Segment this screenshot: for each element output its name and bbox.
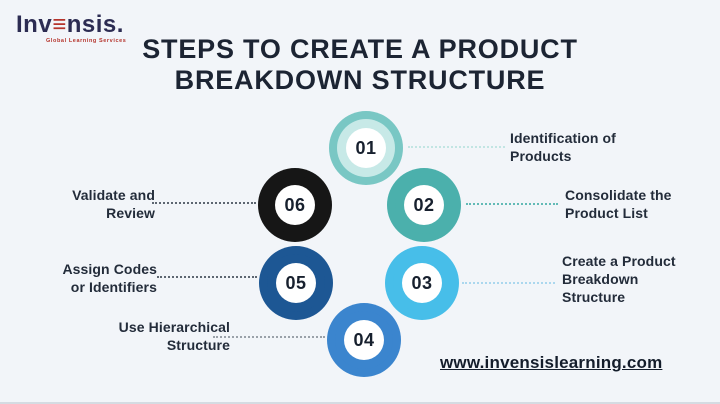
page-title: STEPS TO CREATE A PRODUCT BREAKDOWN STRU… — [0, 34, 720, 96]
step-4-label: Use Hierarchical Structure — [118, 319, 230, 353]
step-3-circle: 03 — [385, 246, 459, 320]
step-5-circle-mid-ring: 05 — [267, 254, 325, 312]
step-5-connector-line — [157, 276, 257, 278]
website-link[interactable]: www.invensislearning.com — [440, 353, 663, 372]
step-1-number: 01 — [355, 137, 377, 158]
step-3-circle-mid-ring: 03 — [393, 254, 451, 312]
step-1-number-badge: 01 — [346, 128, 386, 168]
step-3-number-badge: 03 — [402, 263, 442, 303]
page-title-line-1: STEPS TO CREATE A PRODUCT — [142, 34, 578, 64]
step-2-connector-line — [466, 203, 558, 205]
logo-e-bars-icon: ≡ — [52, 11, 67, 38]
step-3-connector-line — [462, 282, 555, 284]
step-1-circle: 01 — [329, 111, 403, 185]
step-2-label: Consolidate the Product List — [565, 187, 672, 221]
invensis-logo: Inv≡nsis. Global Learning Services — [16, 13, 127, 45]
step-2-number: 02 — [413, 194, 435, 215]
step-2-number-badge: 02 — [404, 185, 444, 225]
logo-text-suffix: nsis. — [66, 11, 124, 38]
step-4-circle-mid-ring: 04 — [335, 311, 393, 369]
step-2-circle-mid-ring: 02 — [395, 176, 453, 234]
step-6-circle-mid-ring: 06 — [266, 176, 324, 234]
step-6-connector-line — [152, 202, 256, 204]
step-1-label: Identification of Products — [510, 130, 616, 164]
step-6-label: Validate and Review — [72, 187, 155, 221]
step-2-circle: 02 — [387, 168, 461, 242]
step-5-label: Assign Codes or Identifiers — [62, 261, 157, 295]
step-5-number: 05 — [285, 272, 307, 293]
step-4-connector-line — [213, 336, 325, 338]
step-4-number: 04 — [353, 329, 375, 350]
logo-tagline: Global Learning Services — [46, 38, 127, 44]
step-4-circle: 04 — [327, 303, 401, 377]
logo-text-prefix: Inv — [16, 11, 53, 38]
step-6-circle: 06 — [258, 168, 332, 242]
logo-text: Inv≡nsis. — [16, 13, 126, 37]
step-6-number-badge: 06 — [275, 185, 315, 225]
step-1-connector-line — [408, 146, 505, 148]
step-5-number-badge: 05 — [276, 263, 316, 303]
step-3-label: Create a Product Breakdown Structure — [562, 253, 676, 305]
step-6-number: 06 — [284, 194, 306, 215]
step-5-circle: 05 — [259, 246, 333, 320]
step-4-number-badge: 04 — [344, 320, 384, 360]
step-3-number: 03 — [411, 272, 433, 293]
step-1-circle-mid-ring: 01 — [337, 119, 395, 177]
page-title-line-2: BREAKDOWN STRUCTURE — [174, 65, 546, 95]
